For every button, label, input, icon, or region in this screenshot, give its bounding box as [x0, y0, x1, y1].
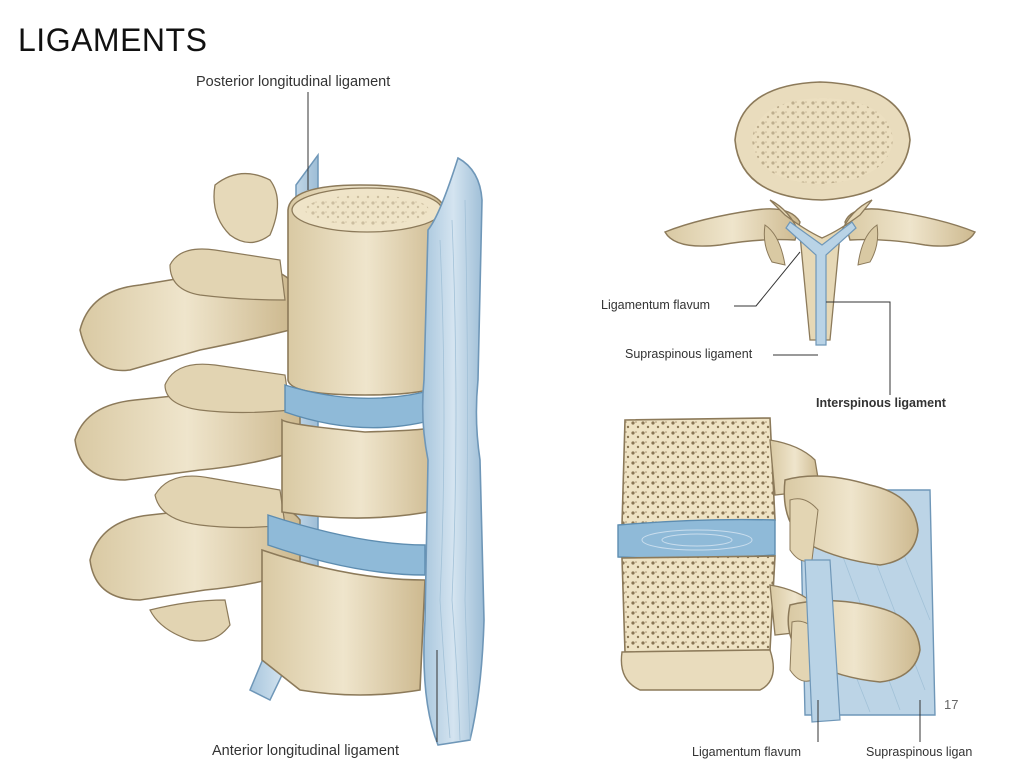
label-posterior-longitudinal-ligament: Posterior longitudinal ligament	[196, 74, 391, 90]
anterior-ligament-band	[421, 156, 485, 746]
page-number: 17	[944, 697, 959, 712]
label-ligamentum-flavum-top: Ligamentum flavum	[601, 298, 711, 312]
slide-title: LIGAMENTS	[18, 22, 208, 58]
label-anterior-longitudinal-ligament: Anterior longitudinal ligament	[212, 743, 399, 759]
label-supraspinous-ligament-top: Supraspinous ligament	[625, 347, 753, 361]
label-ligamentum-flavum-bottom: Ligamentum flavum	[692, 745, 802, 759]
label-supraspinous-ligament-bottom: Supraspinous ligan	[866, 745, 973, 759]
left-spine-figure	[74, 92, 485, 746]
right-bottom-section-figure	[617, 417, 936, 742]
right-top-vertebra-figure	[664, 81, 976, 395]
label-interspinous-ligament: Interspinous ligament	[816, 396, 946, 410]
